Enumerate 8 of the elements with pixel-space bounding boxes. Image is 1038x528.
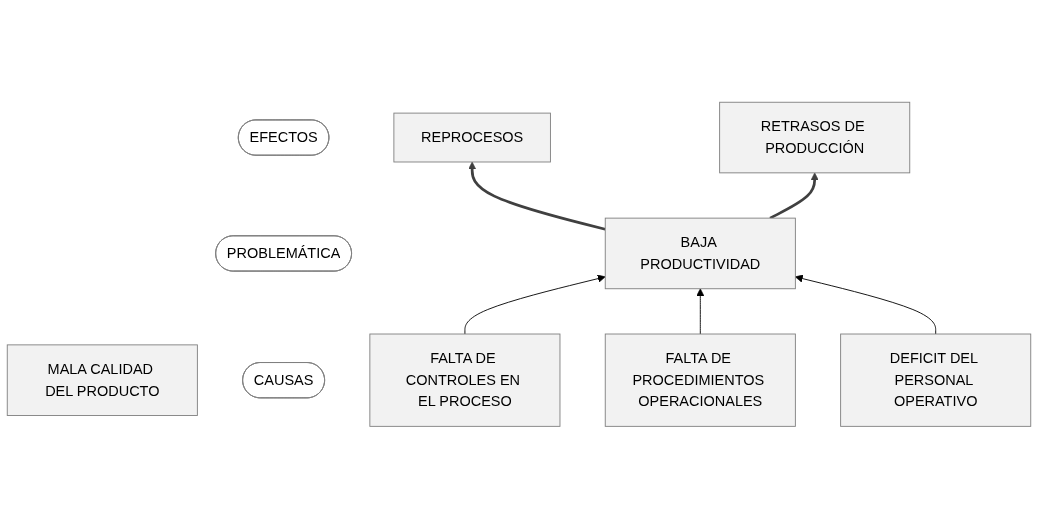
node-box: DEFICIT DEL PERSONAL OPERATIVO	[840, 333, 1032, 427]
node-box: FALTA DE PROCEDIMIENTOS OPERACIONALES	[604, 333, 796, 427]
arrow	[468, 161, 606, 231]
node-box: MALA CALIDAD DEL PRODUCTO	[6, 344, 198, 416]
node-box: RETRASOS DE PRODUCCIÓN	[719, 101, 911, 173]
node-box: BAJA PRODUCTIVIDAD	[604, 217, 796, 289]
node-box: REPROCESOS	[393, 112, 551, 163]
node-box: FALTA DE CONTROLES EN EL PROCESO	[369, 333, 561, 427]
